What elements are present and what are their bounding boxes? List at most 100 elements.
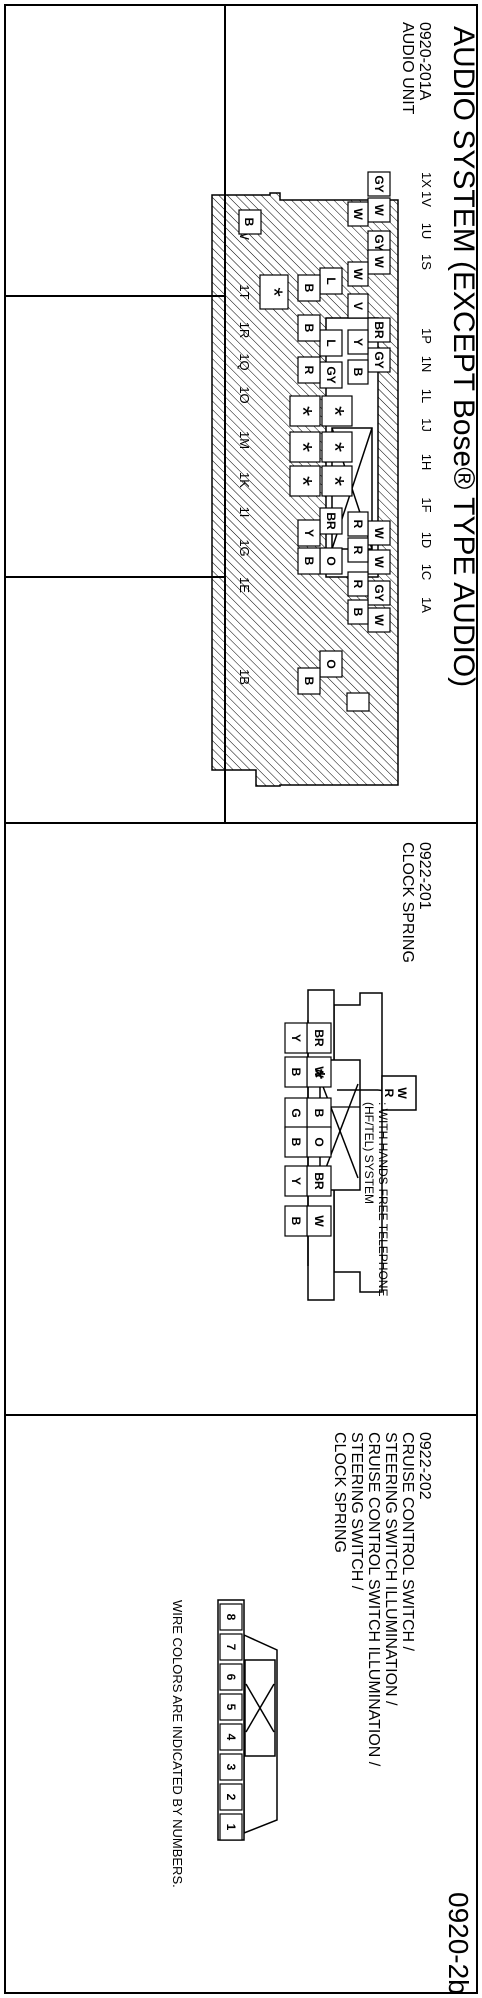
wire-color: W — [351, 208, 365, 220]
star-cavity — [321, 431, 353, 463]
wire-color: R — [351, 520, 365, 529]
wire-color: GY — [324, 366, 338, 383]
pin-label: 1N — [419, 356, 434, 373]
star-mark: * — [288, 476, 318, 486]
wire-color: B — [289, 1068, 303, 1077]
page-title: AUDIO SYSTEM (EXCEPT Bose® TYPE AUDIO) — [447, 26, 480, 687]
clock-spring-code: 0922-201 — [416, 842, 433, 910]
pin-label: 1V — [419, 191, 434, 207]
wire-color: B — [289, 1217, 303, 1226]
wire-color: O — [312, 1137, 326, 1146]
wire-color: GY — [372, 351, 386, 368]
wire-color: L — [324, 339, 338, 346]
wire-color: V — [351, 302, 365, 310]
pin-cavity — [219, 1633, 243, 1661]
pin-cavity — [347, 293, 369, 319]
wire-color: R — [351, 580, 365, 589]
pin-cavity — [284, 1205, 308, 1237]
pin-cavity — [297, 667, 321, 695]
pin-cavity — [319, 650, 343, 678]
pin-cavity — [219, 1663, 243, 1691]
wire-color: B — [289, 1138, 303, 1147]
outer-frame — [4, 4, 478, 1994]
wire-color: 2 — [224, 1794, 238, 1801]
wire-color: GY — [372, 584, 386, 601]
wire-color: GY — [372, 234, 386, 251]
cruise-note: WIRE COLORS ARE INDICATED BY NUMBERS. — [170, 1600, 185, 1888]
wire-color: W — [312, 1215, 326, 1227]
star-mark: * — [320, 476, 350, 486]
pin-label: 1T — [237, 284, 252, 299]
audio-wide-pin-1: B — [242, 218, 256, 227]
clock-callout-top: W — [395, 1087, 409, 1099]
pin-label: 1H — [419, 454, 434, 471]
audio-unit-code: 0920-201A — [416, 22, 433, 101]
pin-label: 1P — [419, 328, 434, 344]
cruise-code: 0922-202 — [416, 1432, 433, 1500]
wire-color: R — [302, 366, 316, 375]
pin-cavity — [297, 519, 321, 547]
audio-wide-pin-2: * — [260, 287, 287, 296]
cruise-line-1: CRUISE CONTROL SWITCH / — [399, 1432, 416, 1652]
wire-color: W — [351, 268, 365, 280]
pin-cavity — [367, 171, 391, 197]
wire-color: 1 — [224, 1824, 238, 1831]
pin-label: 1L — [419, 389, 434, 403]
wire-color: W — [372, 256, 386, 268]
wire-color: B — [302, 284, 316, 293]
pin-cavity — [347, 511, 369, 537]
wire-color: BR — [312, 1029, 326, 1047]
wire-color: 5 — [224, 1704, 238, 1711]
pin-cavity — [347, 261, 369, 287]
pin-cavity — [347, 359, 369, 385]
pin-label: 1R — [237, 322, 252, 339]
clock-note-2: (HF/TEL) SYSTEM — [362, 1102, 376, 1204]
wire-color: BR — [324, 512, 338, 530]
pin-cavity — [297, 314, 321, 342]
pin-cavity — [297, 547, 321, 575]
pin-label: 1M — [237, 431, 252, 449]
star-mark: * — [288, 442, 318, 452]
star-cavity — [289, 395, 321, 427]
pin-label: 1Q — [237, 353, 252, 370]
pin-label: 1A — [419, 597, 434, 613]
wire-color: B — [351, 608, 365, 617]
pin-label: 1E — [237, 577, 252, 593]
pin-label: 1B — [237, 669, 252, 685]
wire-color: 8 — [224, 1614, 238, 1621]
wire-color: 4 — [224, 1734, 238, 1741]
wire-color: Y — [351, 338, 365, 346]
pin-label: 1D — [419, 532, 434, 549]
wire-color: Y — [289, 1034, 303, 1042]
pin-cavity — [347, 201, 369, 227]
clock-note: : WITH HANDS-FREE TELEPHONE — [376, 1102, 390, 1296]
cruise-line-3: CRUISE CONTROL SWITCH ILLUMINATION / — [365, 1432, 382, 1767]
pin-cavity — [219, 1753, 243, 1781]
wire-color: W — [372, 614, 386, 626]
wire-color: B — [302, 677, 316, 686]
pin-cavity — [297, 274, 321, 302]
audio-stars: ****** — [288, 395, 353, 497]
pin-cavity — [219, 1723, 243, 1751]
cruise-line-5: CLOCK SPRING — [331, 1432, 348, 1553]
wire-color: W — [372, 556, 386, 568]
wire-color: Y — [302, 529, 316, 537]
pin-label: 1F — [419, 497, 434, 512]
pin-cavity — [219, 1813, 243, 1841]
star-cavity — [321, 395, 353, 427]
pin-label: 1K — [237, 472, 252, 488]
star-mark: * — [320, 406, 350, 416]
wire-color: W — [372, 204, 386, 216]
clock-callout-box — [381, 1075, 417, 1111]
pin-cavity — [347, 599, 369, 625]
page-code: 0920-2b — [443, 1892, 474, 1995]
star-cavity — [321, 465, 353, 497]
wire-color: L — [324, 277, 338, 284]
pin-label: 1C — [419, 564, 434, 581]
